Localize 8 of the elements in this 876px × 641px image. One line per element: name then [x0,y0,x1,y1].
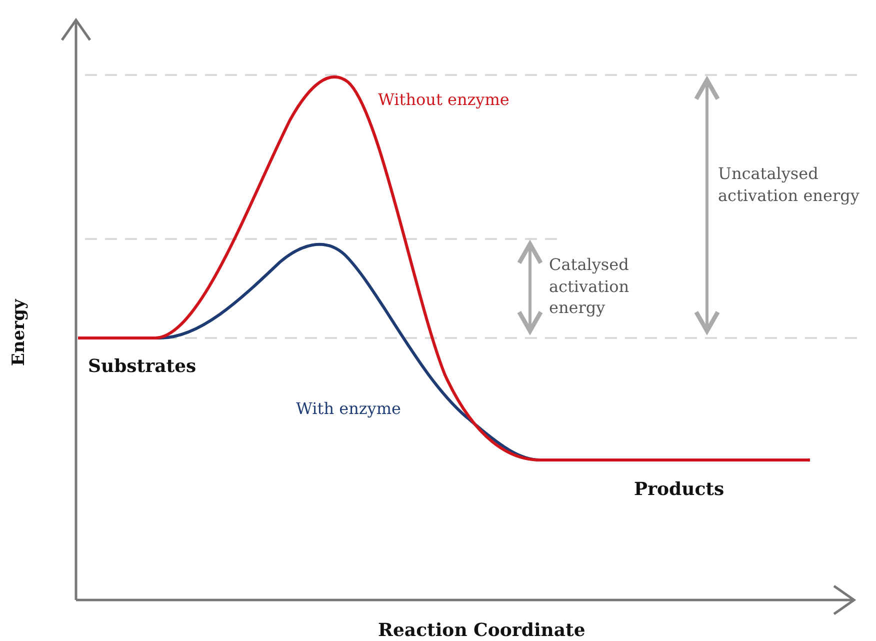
curve-label: Without enzyme [378,89,510,111]
curve-label: With enzyme [296,398,401,420]
state-label: Products [634,478,724,502]
axis-label: Energy [8,299,30,366]
dimension-label: Catalysed activation energy [549,254,630,319]
axis-label: Reaction Coordinate [378,619,586,641]
dimension-label: Uncatalysed activation energy [718,163,860,206]
state-label: Substrates [88,355,196,379]
